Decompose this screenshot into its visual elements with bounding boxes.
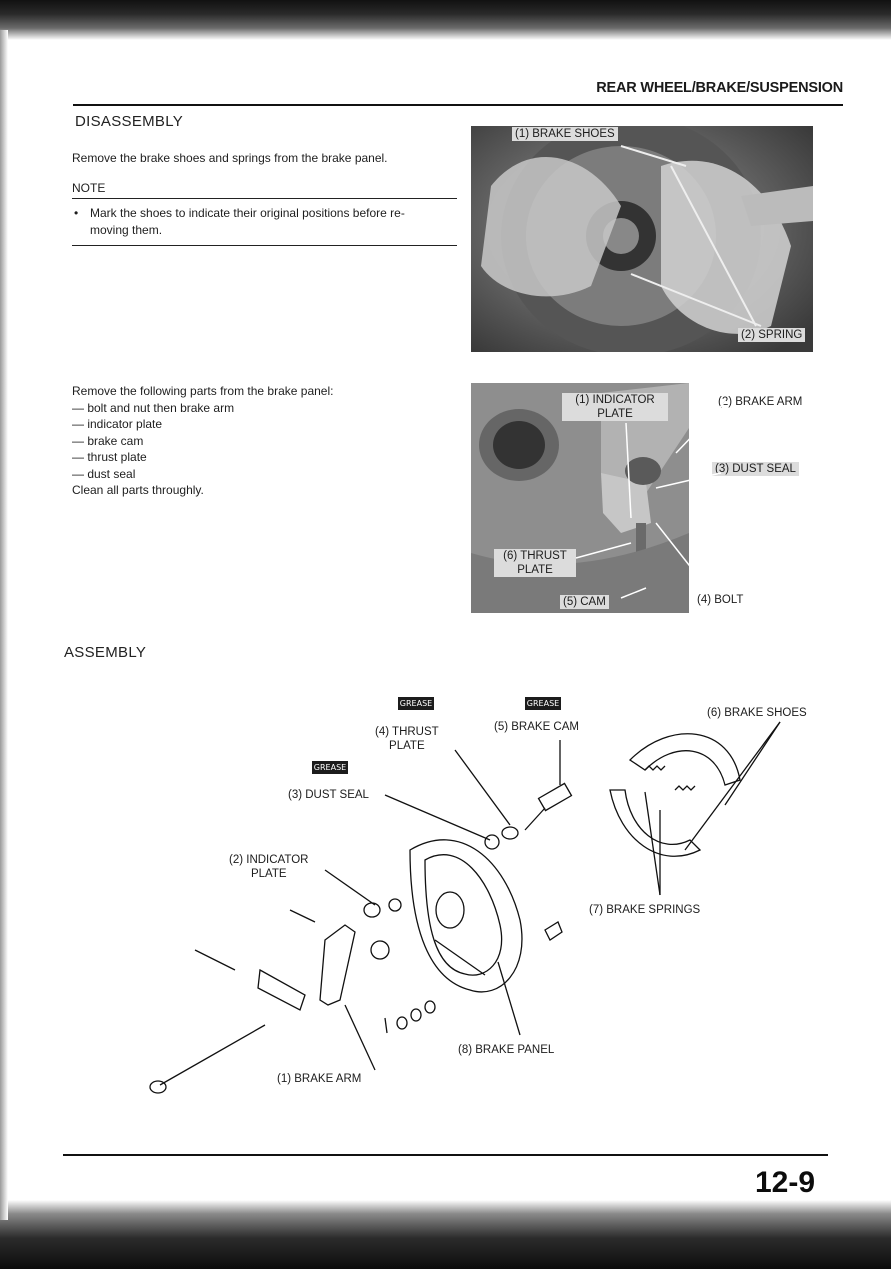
label-indicator-line2: PLATE [250,868,287,880]
photo2-leader-lines [575,400,727,599]
brake-shoes-photo [471,126,813,352]
photo2-label-bolt: (4) BOLT [697,594,744,606]
header-rule [73,104,843,106]
label-brake-shoes: (6) BRAKE SHOES [707,707,807,719]
scan-edge-left [0,30,8,1220]
note-label: NOTE [72,181,106,195]
grease-icon: GREASE [525,697,561,710]
photo2-label-cam: (5) CAM [560,595,609,609]
photo2-label-dust-seal: (3) DUST SEAL [712,462,799,476]
disassembly-title: DISASSEMBLY [75,113,184,130]
brake-shoes-photo-art [471,126,813,352]
note-bottom-rule [72,245,457,246]
photo2-label-indicator-line2: PLATE [597,408,633,420]
grease-icon: GREASE [312,761,348,774]
label-thrust-line1: (4) THRUST [375,726,439,738]
photo2-label-brake-arm: (2) BRAKE ARM [718,396,803,408]
scan-edge-top [0,0,891,40]
step2-line: — bolt and nut then brake arm [72,400,235,415]
note-top-rule [72,198,457,199]
note-bullet: • [74,206,79,220]
step2-line: — indicator plate [72,417,163,431]
step2-line: Remove the following parts from the brak… [72,384,334,398]
label-brake-panel: (8) BRAKE PANEL [458,1044,555,1056]
photo2-label-thrust-line1: (6) THRUST [503,550,567,562]
page-number: 12-9 [755,1166,816,1199]
label-brake-cam: (5) BRAKE CAM [494,721,579,733]
photo1-label-spring: (2) SPRING [738,328,806,342]
disassembly-step1: Remove the brake shoes and springs from … [72,151,388,165]
note-line-2: moving them. [90,222,163,237]
note-line-1: Mark the shoes to indicate their origina… [90,206,405,220]
footer-rule [63,1154,828,1156]
photo2-label-indicator-line1: (1) INDICATOR [575,394,655,406]
label-dust-seal: (3) DUST SEAL [288,789,369,801]
scan-edge-bottom [0,1200,891,1269]
step2-line: — thrust plate [72,450,147,464]
step2-line: Clean all parts throughly. [72,483,204,497]
assembly-title: ASSEMBLY [64,644,147,661]
label-thrust-plate: (4) THRUST PLATE [375,725,439,753]
grease-icon: GREASE [398,697,434,710]
step2-line: — dust seal [72,466,136,481]
disassembly-step2: Remove the following parts from the brak… [72,383,452,499]
photo2-label-indicator: (1) INDICATOR PLATE [562,393,668,421]
section-header: REAR WHEEL/BRAKE/SUSPENSION [596,80,843,96]
label-indicator-line1: (2) INDICATOR [229,854,309,866]
photo2-label-thrust-line2: PLATE [517,564,553,576]
photo2-label-thrust: (6) THRUST PLATE [494,549,576,577]
label-brake-arm: (1) BRAKE ARM [277,1073,362,1085]
photo1-label-brake-shoes: (1) BRAKE SHOES [512,127,618,141]
step2-line: — brake cam [72,433,144,448]
label-thrust-line2: PLATE [389,740,425,752]
note-text: Mark the shoes to indicate their origina… [90,205,460,238]
label-indicator-plate: (2) INDICATOR PLATE [229,853,308,881]
exploded-diagram [149,721,781,1094]
label-brake-springs: (7) BRAKE SPRINGS [589,904,701,916]
